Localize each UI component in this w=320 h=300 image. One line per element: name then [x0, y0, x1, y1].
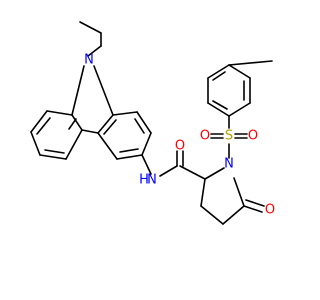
bond-left-ring-1 — [46, 110, 73, 116]
sulfur-label: S — [225, 129, 233, 144]
bond-right-ring-3 — [141, 132, 152, 156]
bond-left-ring-inner-2 — [44, 149, 65, 154]
bond-carbonyl-to-c2 — [179, 165, 206, 180]
bond-left-ring-6 — [71, 114, 83, 131]
bond-left-ring-inner-3 — [68, 118, 77, 130]
bond-right-ring-4 — [116, 154, 143, 160]
bond-c5-n1 — [233, 177, 245, 207]
bond-ethyl-ch3 — [79, 21, 102, 34]
bond-left-ring-4 — [39, 154, 67, 160]
bond-tolyl-inner-2 — [212, 71, 226, 81]
bond-right-ring-5 — [97, 132, 118, 160]
bond-ketone-1 — [243, 205, 263, 213]
bond-methyl — [228, 60, 273, 66]
bond-n-c8a — [93, 65, 114, 116]
bonds — [30, 21, 273, 225]
bond-ring-to-nh — [141, 154, 152, 175]
nitrogen-carbazole-label: N — [84, 53, 94, 68]
molecule-diagram: N N H O N S O O O — [30, 21, 275, 225]
oxygen-amide-label: O — [175, 139, 185, 154]
bond-tolyl-1 — [228, 102, 251, 117]
bond-right-ring-1 — [112, 111, 138, 116]
bond-right-ring-2 — [136, 111, 152, 134]
bond-tolyl-6 — [207, 102, 230, 117]
bond-c4a-c4b — [81, 129, 99, 134]
bond-left-ring-3 — [30, 131, 41, 156]
bond-c2-c3 — [200, 178, 206, 207]
bond-left-ring-5 — [65, 129, 83, 160]
bond-right-ring-inner-2 — [119, 148, 139, 153]
oxygen-ketone-label: O — [265, 203, 275, 218]
bond-left-ring-2 — [30, 110, 48, 133]
bond-nh-to-carbonyl — [159, 165, 178, 177]
oxygen-sulfonyl-left-label: O — [200, 129, 210, 144]
nitrogen-pyrrolidine-label: N — [224, 157, 234, 172]
bond-c4-c5 — [222, 205, 245, 225]
bond-tolyl-inner-3 — [212, 100, 228, 110]
bond-right-ring-6 — [97, 114, 114, 134]
bond-n-c9a — [71, 65, 85, 116]
atom-labels: N N H O N S O O O — [84, 53, 275, 218]
hydrogen-amide-label: H — [139, 173, 149, 188]
bond-ketone-2 — [245, 199, 265, 207]
bond-right-ring-inner-3 — [103, 119, 117, 135]
bond-left-ring-inner-1 — [36, 117, 51, 135]
structure-canvas: N N H O N S O O O — [30, 21, 276, 225]
bond-c3-c4 — [200, 205, 224, 225]
nitrogen-amide-label: N — [147, 173, 157, 188]
bond-tolyl-3 — [228, 64, 251, 79]
bond-tolyl-4 — [207, 64, 230, 79]
bond-c2-n1 — [204, 167, 225, 180]
oxygen-sulfonyl-right-label: O — [248, 129, 258, 144]
bond-right-ring-inner-1 — [134, 118, 145, 134]
bond-ethyl-n — [87, 45, 102, 57]
